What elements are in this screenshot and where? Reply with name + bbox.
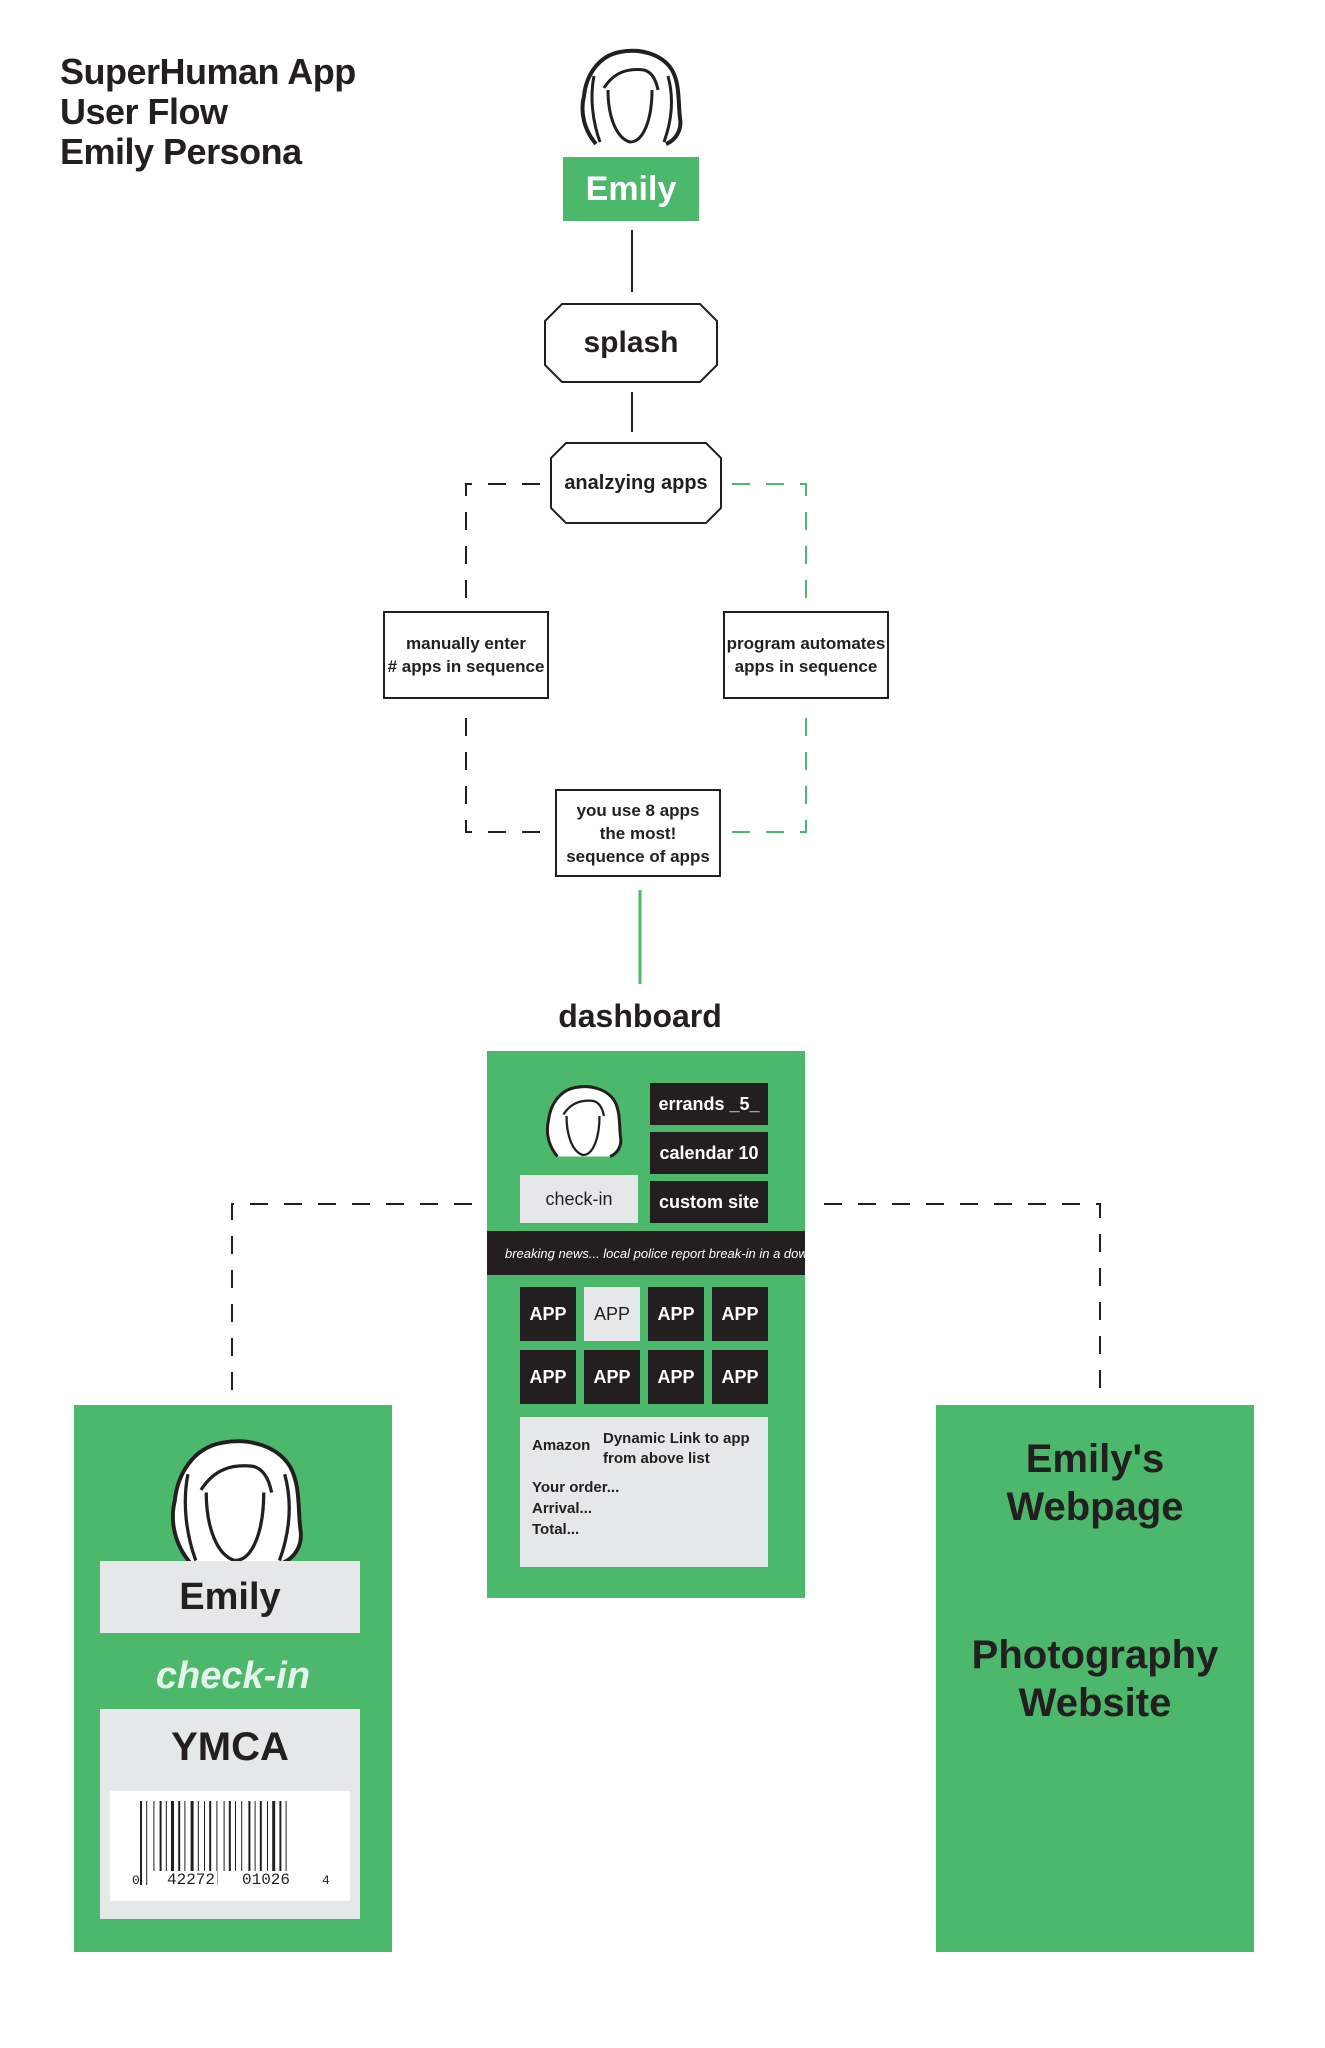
webpage-subtitle: Photography Website	[936, 1631, 1254, 1727]
barcode-bar	[279, 1801, 282, 1885]
app-tile-3[interactable]: APP	[648, 1287, 704, 1341]
order-line-3: Total...	[532, 1521, 580, 1538]
app-tile-6[interactable]: APP	[584, 1350, 640, 1404]
barcode-bar	[228, 1801, 231, 1871]
splash-node-shape	[544, 303, 718, 383]
checkin-avatar-icon	[170, 1439, 303, 1565]
app-tile-5[interactable]: APP	[520, 1350, 576, 1404]
app-tile-2[interactable]: APP	[584, 1287, 640, 1341]
checkin-card: YMCA 0 42272 01026 4	[100, 1709, 360, 1919]
barcode-bar	[204, 1801, 205, 1871]
barcode-digit-left: 0	[132, 1873, 140, 1888]
amazon-panel[interactable]: Amazon Dynamic Link to app from above li…	[520, 1417, 768, 1567]
dynamic-link-line-2: from above list	[603, 1450, 710, 1467]
errands-button[interactable]: errands _5_	[650, 1083, 768, 1125]
barcode-bar	[241, 1801, 243, 1871]
webpage-screen: Emily's Webpage Photography Website	[936, 1405, 1254, 1952]
app-tile-8[interactable]: APP	[712, 1350, 768, 1404]
barcode-bar	[171, 1801, 174, 1871]
persona-name-box: Emily	[563, 157, 699, 221]
barcode-bar	[140, 1801, 142, 1885]
dynamic-link-text: Dynamic Link to app from above list	[603, 1429, 750, 1469]
barcode-bar	[216, 1801, 218, 1885]
custom-site-button[interactable]: custom site	[650, 1181, 768, 1223]
barcode-bar	[178, 1801, 181, 1871]
barcode-bar	[223, 1801, 225, 1871]
splash-node: splash	[544, 303, 718, 383]
barcode-bar	[165, 1801, 167, 1871]
checkin-name: Emily	[179, 1575, 281, 1618]
checkin-screen: Emily check-in YMCA 0 42272 01026 4	[74, 1405, 392, 1952]
app-tile-4[interactable]: APP	[712, 1287, 768, 1341]
checkin-button[interactable]: check-in	[520, 1175, 638, 1223]
barcode-bar	[235, 1801, 236, 1871]
result-line-1: you use 8 apps	[576, 800, 700, 820]
order-details: Your order... Arrival... Total...	[532, 1477, 619, 1540]
barcode-bar	[184, 1801, 186, 1871]
webpage-title-line-2: Webpage	[1006, 1485, 1184, 1529]
automate-line-2: apps in sequence	[734, 657, 878, 676]
barcode-bar	[248, 1801, 251, 1871]
checkin-heading: check-in	[155, 1655, 311, 1697]
barcode-bar	[190, 1801, 194, 1871]
barcode-bar	[267, 1801, 268, 1871]
barcode-bar	[254, 1801, 256, 1871]
barcode: 0 42272 01026 4	[110, 1791, 350, 1901]
barcode-digit-group-2: 01026	[240, 1871, 293, 1889]
automate-node: program automates apps in sequence	[723, 611, 889, 699]
webpage-title-line-1: Emily's	[1025, 1437, 1165, 1481]
news-ticker: breaking news... local police report bre…	[487, 1231, 805, 1275]
persona-avatar-icon	[580, 48, 683, 146]
barcode-bar	[272, 1801, 276, 1871]
persona-name: Emily	[585, 169, 677, 208]
webpage-subtitle-line-2: Website	[1018, 1681, 1172, 1725]
barcode-bar	[259, 1801, 262, 1871]
title-line-2: User Flow	[60, 91, 228, 132]
result-line-2: the most!	[599, 823, 677, 843]
barcode-digit-group-1: 42272	[165, 1871, 218, 1889]
dynamic-link-line-1: Dynamic Link to app	[603, 1430, 750, 1447]
splash-label: splash	[583, 326, 679, 359]
barcode-bar	[159, 1801, 162, 1871]
manual-entry-node: manually enter # apps in sequence	[383, 611, 549, 699]
barcode-bar	[285, 1801, 287, 1885]
result-line-3: sequence of apps	[566, 846, 710, 866]
manual-line-2: # apps in sequence	[387, 657, 545, 676]
barcode-bar	[209, 1801, 212, 1871]
analyzing-node: analzying apps	[550, 442, 722, 524]
result-node: you use 8 apps the most! sequence of app…	[555, 789, 721, 877]
app-tile-1[interactable]: APP	[520, 1287, 576, 1341]
barcode-digit-right: 4	[322, 1873, 330, 1888]
dashboard-screen: errands _5_ calendar 10 custom site chec…	[487, 1051, 805, 1598]
checkin-name-box: Emily	[100, 1561, 360, 1633]
barcode-bar	[153, 1801, 155, 1871]
order-line-1: Your order...	[532, 1479, 620, 1496]
webpage-title: Emily's Webpage	[936, 1435, 1254, 1531]
manual-line-1: manually enter	[406, 634, 526, 653]
barcode-bar	[146, 1801, 148, 1885]
checkin-location: YMCA	[171, 1725, 289, 1769]
calendar-button[interactable]: calendar 10	[650, 1132, 768, 1174]
dashboard-avatar-icon	[545, 1085, 623, 1158]
title-line-3: Emily Persona	[60, 131, 302, 172]
barcode-bar	[197, 1801, 199, 1871]
dashboard-title: dashboard	[558, 998, 722, 1034]
diagram-title: SuperHuman App User Flow Emily Persona	[60, 52, 356, 172]
analyzing-label: analzying apps	[564, 471, 708, 494]
automate-line-1: program automates	[726, 634, 886, 653]
webpage-subtitle-line-1: Photography	[971, 1633, 1219, 1677]
title-line-1: SuperHuman App	[60, 51, 356, 92]
app-tile-7[interactable]: APP	[648, 1350, 704, 1404]
amazon-label: Amazon	[532, 1437, 591, 1454]
order-line-2: Arrival...	[532, 1500, 593, 1517]
analyzing-node-shape	[550, 442, 722, 524]
news-ticker-text: breaking news... local police report bre…	[505, 1245, 805, 1261]
barcode-bars	[140, 1801, 287, 1885]
